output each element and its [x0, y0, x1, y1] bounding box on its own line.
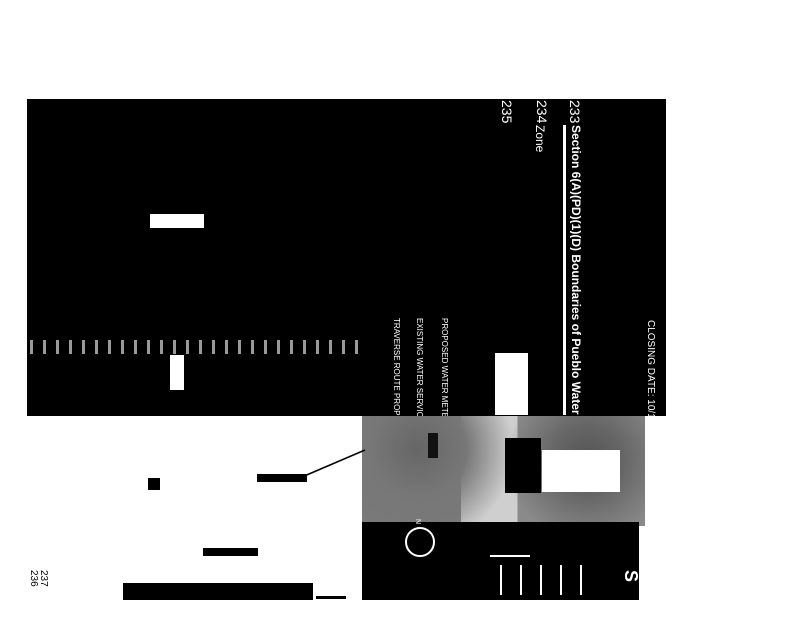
callout-label [148, 478, 160, 490]
legend-text-lines [560, 565, 562, 595]
callout-label [257, 474, 307, 482]
legend-item: EXISTING WATER SERVICE LOCATION [415, 318, 424, 466]
page-number: 237 [38, 570, 49, 587]
zone-label: Zone [533, 125, 547, 153]
closing-date: CLOSING DATE: 10/17/2014 [645, 320, 656, 450]
legend-text-lines [540, 565, 542, 595]
scale-bar [490, 555, 530, 557]
page-number: 235 [499, 100, 515, 124]
sheet-number: S [621, 570, 641, 583]
compass-rose-icon [405, 527, 435, 557]
callout-label [203, 548, 258, 556]
label-box [150, 214, 204, 228]
legend-item: TRAVERSE ROUTE PROPOSED PIPELINE [392, 318, 401, 477]
page-number: 234 [534, 100, 550, 124]
table-marks [30, 340, 360, 354]
legend-text-lines [520, 565, 522, 595]
map-label-box [542, 450, 620, 492]
map-marker [428, 433, 438, 458]
document-sheet [27, 99, 666, 416]
title-divider [563, 125, 566, 415]
footer-bar [123, 583, 313, 600]
footer-underline [316, 596, 346, 599]
legend-item: PROPOSED WATER METER ZONE [440, 318, 449, 449]
label-box [170, 355, 184, 390]
section-title: Section 6(A)(PD)(1)(D) Boundaries of Pue… [570, 125, 582, 415]
page-number: 233 [567, 100, 583, 124]
compass-north: N [414, 519, 421, 525]
label-box [495, 353, 528, 415]
map-inset [505, 438, 541, 493]
legend-text-lines [500, 565, 502, 595]
legend-text-lines [580, 565, 582, 595]
page-number: 236 [28, 570, 39, 587]
